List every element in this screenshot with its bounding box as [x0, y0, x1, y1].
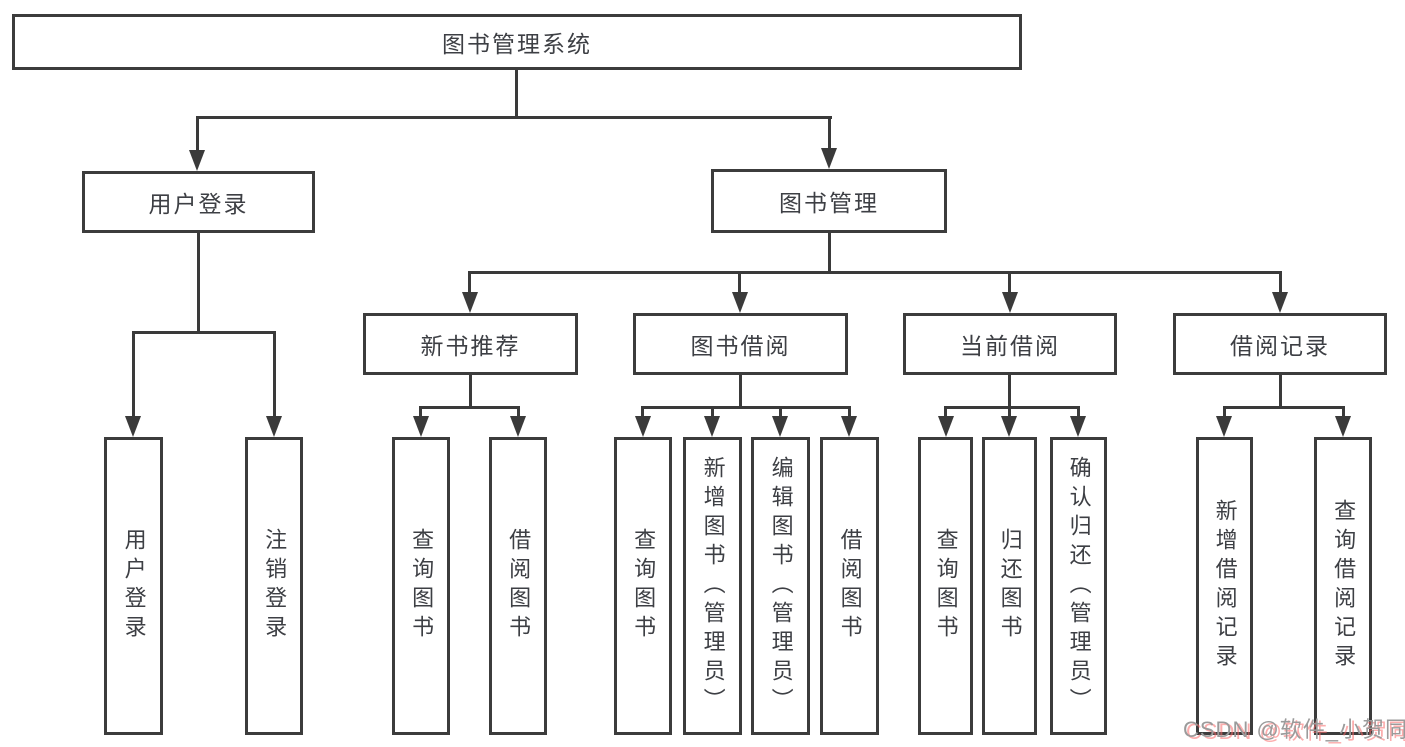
connector-current-rail — [944, 406, 1080, 409]
node-root: 图书管理系统 — [12, 14, 1022, 70]
connector-arrow-stem — [132, 331, 135, 418]
leaf-current-query-books: 查询图书 — [918, 437, 973, 735]
arrow-down-icon — [413, 416, 429, 437]
connector-login-stem — [197, 233, 200, 333]
arrow-down-icon — [732, 292, 748, 313]
arrow-down-icon — [125, 416, 141, 437]
leaf-borrow-add-books-admin: 新增图书（管理员） — [683, 437, 742, 735]
connector-arrow-stem — [641, 406, 644, 420]
leaf-logout: 注销登录 — [245, 437, 303, 735]
connector-mgmt-stem — [828, 233, 831, 273]
connector-newbook-stem — [469, 375, 472, 408]
connector-arrow-stem — [848, 406, 851, 420]
connector-arrow-stem — [1008, 406, 1011, 420]
leaf-newbook-query-books: 查询图书 — [392, 437, 450, 735]
leaf-borrow-edit-books-admin: 编辑图书（管理员） — [751, 437, 810, 735]
arrow-down-icon — [772, 416, 788, 437]
node-borrow-records: 借阅记录 — [1173, 313, 1387, 375]
connector-level3-rail — [468, 271, 1282, 274]
connector-borrow-stem — [739, 375, 742, 408]
arrow-down-icon — [1070, 416, 1086, 437]
arrow-down-icon — [189, 150, 205, 171]
connector-arrow-stem — [1008, 271, 1011, 295]
connector-arrow-stem — [1223, 406, 1226, 420]
connector-arrow-stem — [468, 271, 471, 295]
node-book-borrow: 图书借阅 — [633, 313, 848, 375]
leaf-current-return-books: 归还图书 — [982, 437, 1037, 735]
connector-arrow-stem — [1342, 406, 1345, 420]
connector-arrow-stem — [738, 271, 741, 295]
arrow-down-icon — [1335, 416, 1351, 437]
connector-arrow-stem — [273, 331, 276, 418]
connector-arrow-stem — [828, 116, 831, 151]
connector-arrow-stem — [517, 406, 520, 420]
connector-records-rail — [1223, 406, 1344, 409]
arrow-down-icon — [462, 292, 478, 313]
connector-arrow-stem — [419, 406, 422, 420]
connector-arrow-stem — [1279, 271, 1282, 295]
node-current-borrow: 当前借阅 — [903, 313, 1117, 375]
connector-borrow-rail — [641, 406, 851, 409]
connector-root-stem — [515, 70, 518, 118]
connector-level1-rail — [196, 116, 832, 119]
connector-arrow-stem — [711, 406, 714, 420]
leaf-newbook-borrow-books: 借阅图书 — [489, 437, 547, 735]
leaf-borrow-query-books: 查询图书 — [614, 437, 672, 735]
arrow-down-icon — [1272, 292, 1288, 313]
arrow-down-icon — [938, 416, 954, 437]
connector-arrow-stem — [196, 116, 199, 153]
connector-current-stem — [1008, 375, 1011, 408]
connector-arrow-stem — [779, 406, 782, 420]
arrow-down-icon — [510, 416, 526, 437]
connector-newbook-rail — [419, 406, 520, 409]
arrow-down-icon — [1216, 416, 1232, 437]
connector-arrow-stem — [944, 406, 947, 420]
arrow-down-icon — [841, 416, 857, 437]
arrow-down-icon — [266, 416, 282, 437]
arrow-down-icon — [704, 416, 720, 437]
leaf-records-add-record: 新增借阅记录 — [1196, 437, 1253, 735]
connector-login-rail — [132, 331, 276, 334]
leaf-user-login: 用户登录 — [104, 437, 163, 735]
arrow-down-icon — [635, 416, 651, 437]
leaf-records-query-record: 查询借阅记录 — [1314, 437, 1372, 735]
arrow-down-icon — [821, 148, 837, 169]
arrow-down-icon — [1001, 416, 1017, 437]
node-user-login: 用户登录 — [82, 171, 315, 233]
connector-arrow-stem — [1077, 406, 1080, 420]
node-book-management: 图书管理 — [711, 169, 947, 233]
node-new-book-recommend: 新书推荐 — [363, 313, 578, 375]
connector-records-stem — [1279, 375, 1282, 408]
leaf-borrow-borrow-books: 借阅图书 — [820, 437, 879, 735]
leaf-current-confirm-return-admin: 确认归还（管理员） — [1050, 437, 1107, 735]
csdn-watermark: CSDN @软件_小贺同学 — [1183, 717, 1405, 742]
arrow-down-icon — [1002, 292, 1018, 313]
